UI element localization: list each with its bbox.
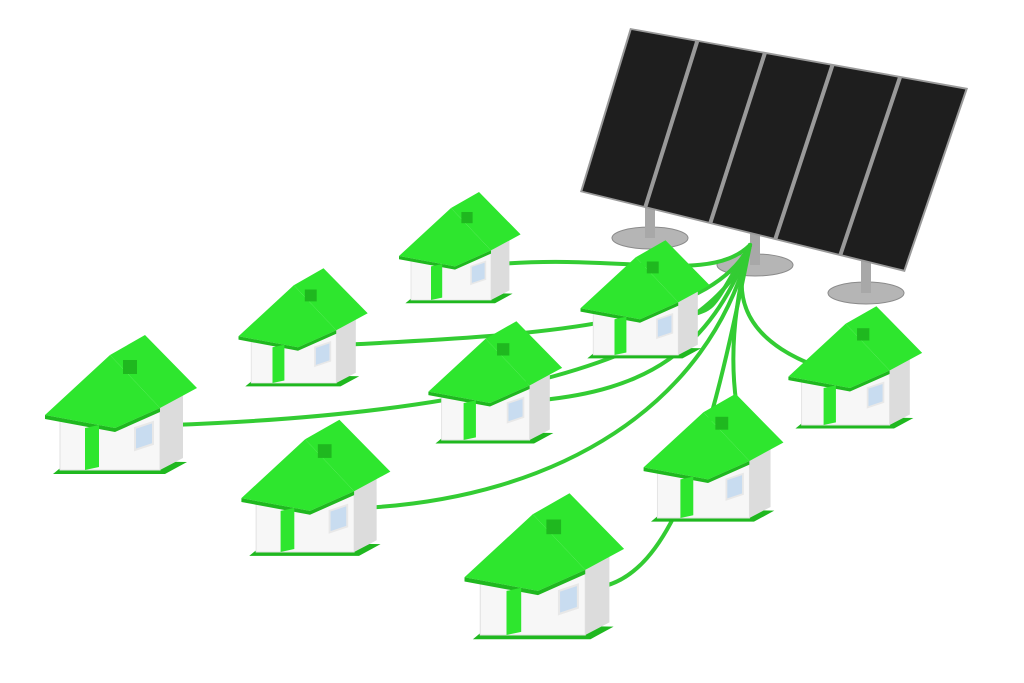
house bbox=[45, 335, 197, 474]
chimney bbox=[317, 444, 332, 458]
chimney bbox=[715, 416, 729, 430]
house-door bbox=[431, 264, 443, 300]
house-roof-left bbox=[238, 285, 337, 348]
house-roof-left bbox=[241, 439, 355, 511]
house bbox=[238, 268, 368, 387]
house-roof-right bbox=[305, 419, 391, 492]
house-roof-right bbox=[293, 268, 368, 331]
house-roof-right bbox=[485, 321, 563, 386]
house bbox=[643, 393, 784, 522]
house-side-wall bbox=[160, 394, 183, 470]
house-window bbox=[328, 503, 349, 534]
chimney bbox=[461, 212, 473, 224]
house-roof-edge bbox=[241, 491, 355, 515]
house-roof-right bbox=[703, 393, 784, 461]
chimney bbox=[546, 519, 562, 535]
house-roof-edge bbox=[464, 569, 586, 596]
stand-pole bbox=[645, 188, 655, 238]
cable bbox=[497, 243, 752, 268]
house-window bbox=[866, 381, 885, 409]
house-roof-left bbox=[788, 323, 890, 389]
house-roof-left bbox=[399, 208, 491, 267]
house-side-wall bbox=[585, 555, 610, 635]
house-roof-right bbox=[532, 493, 625, 570]
house-roof-right bbox=[845, 306, 923, 371]
house-door bbox=[823, 385, 836, 425]
house bbox=[464, 493, 625, 640]
chimney bbox=[857, 328, 870, 341]
house-side-wall bbox=[491, 239, 510, 300]
cable bbox=[536, 243, 752, 403]
house-window bbox=[470, 260, 487, 286]
panel-segment bbox=[842, 78, 966, 270]
chimney bbox=[304, 289, 317, 302]
house-window bbox=[725, 472, 744, 501]
house-roof-left bbox=[428, 338, 530, 404]
panel-segment bbox=[777, 66, 898, 254]
house-roof-right bbox=[451, 192, 521, 251]
house-roof-edge bbox=[643, 460, 750, 484]
house-door bbox=[280, 507, 295, 552]
house bbox=[580, 240, 710, 359]
house-roof-edge bbox=[238, 330, 337, 351]
chimney bbox=[123, 360, 137, 374]
house-window bbox=[134, 420, 154, 452]
house-window bbox=[557, 583, 579, 616]
panel-segment bbox=[647, 42, 763, 222]
panel-segment bbox=[712, 54, 831, 238]
house-roof-edge bbox=[580, 302, 679, 323]
house-side-wall bbox=[889, 358, 910, 425]
house bbox=[399, 192, 521, 304]
house-door bbox=[85, 425, 99, 470]
chimney bbox=[497, 343, 510, 356]
house-side-wall bbox=[678, 290, 698, 355]
house-side-wall bbox=[336, 318, 356, 383]
house-roof-edge bbox=[428, 385, 530, 407]
house-door bbox=[463, 400, 476, 440]
panel-segment bbox=[582, 30, 696, 206]
house-side-wall bbox=[529, 373, 550, 440]
house-roof-right bbox=[635, 240, 710, 303]
house-side-wall bbox=[354, 477, 377, 552]
house-door bbox=[614, 316, 627, 355]
house-roof-left bbox=[643, 412, 750, 480]
house bbox=[788, 306, 923, 429]
house-window bbox=[506, 396, 525, 424]
house-roof-left bbox=[45, 355, 160, 428]
cable bbox=[361, 243, 752, 510]
house-roof-right bbox=[110, 335, 197, 408]
stand-pole bbox=[861, 243, 871, 293]
house-roof-left bbox=[580, 257, 679, 320]
house-roof-left bbox=[464, 514, 586, 591]
house-side-wall bbox=[749, 448, 771, 518]
house-roof-edge bbox=[45, 408, 160, 432]
house-door bbox=[506, 587, 522, 635]
house-window bbox=[314, 341, 332, 368]
house-roof-edge bbox=[399, 250, 491, 270]
house-roof-edge bbox=[788, 370, 890, 392]
chimney bbox=[646, 261, 659, 274]
house bbox=[428, 321, 563, 444]
house-door bbox=[272, 344, 285, 383]
solar-panel bbox=[580, 28, 968, 272]
house-window bbox=[656, 313, 674, 340]
stand-pole bbox=[750, 215, 760, 265]
house bbox=[241, 419, 391, 556]
house-door bbox=[680, 476, 694, 518]
